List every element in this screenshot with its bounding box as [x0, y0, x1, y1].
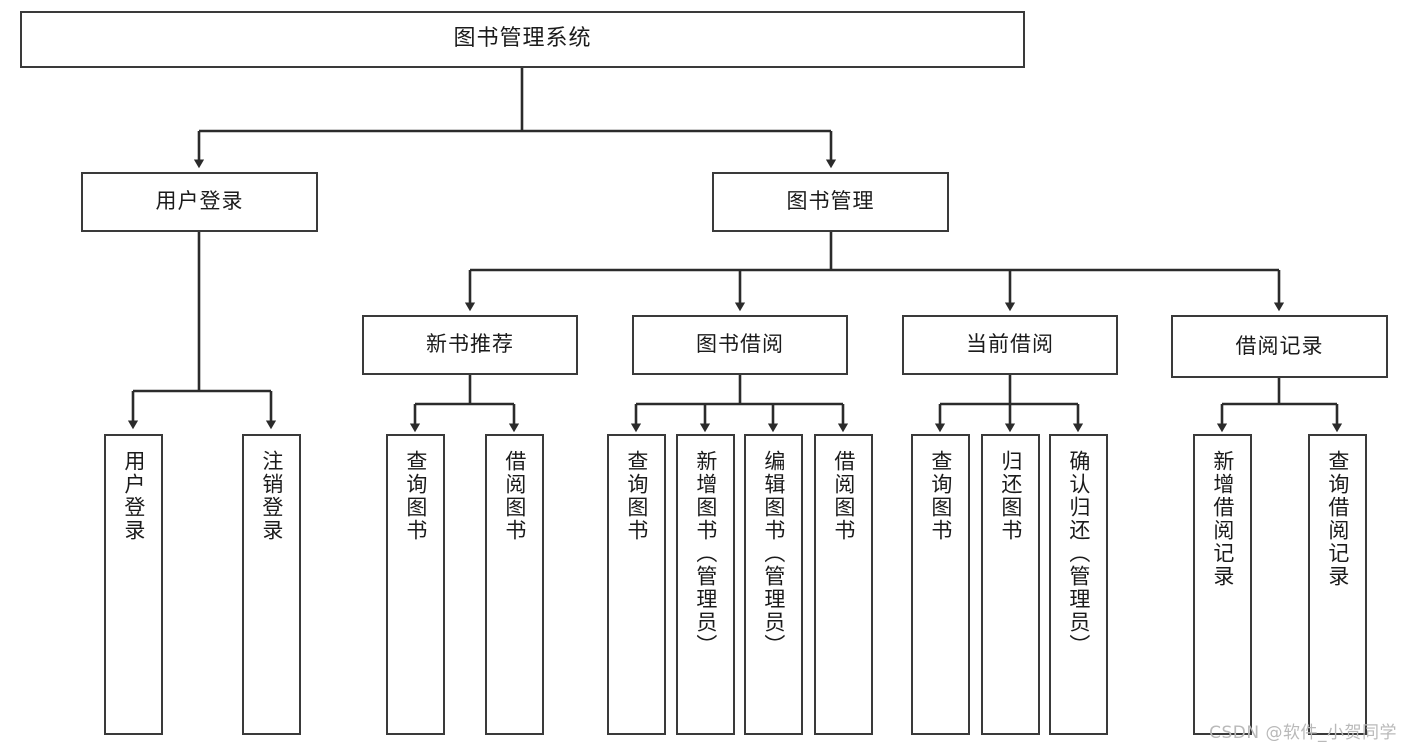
node-label: 用户登录: [155, 189, 244, 214]
node-label: 编辑图书（管理员）: [761, 450, 786, 657]
leaf-query-book-recommend[interactable]: 查询图书: [386, 434, 445, 735]
node-label: 查询图书: [403, 450, 428, 542]
leaf-borrow-book[interactable]: 借阅图书: [814, 434, 873, 735]
leaf-borrow-book-recommend[interactable]: 借阅图书: [485, 434, 544, 735]
node-book-borrow[interactable]: 图书借阅: [632, 315, 848, 375]
leaf-query-book-borrow[interactable]: 查询图书: [607, 434, 666, 735]
node-label: 查询图书: [624, 450, 649, 542]
leaf-logout-login[interactable]: 注销登录: [242, 434, 301, 735]
node-new-book-recommend[interactable]: 新书推荐: [362, 315, 578, 375]
node-label: 确认归还（管理员）: [1066, 450, 1091, 657]
leaf-return-book[interactable]: 归还图书: [981, 434, 1040, 735]
watermark-text: CSDN @软件_小贺同学: [1209, 723, 1397, 743]
node-root-system[interactable]: 图书管理系统: [20, 11, 1025, 68]
leaf-add-borrow-record[interactable]: 新增借阅记录: [1193, 434, 1252, 735]
node-label: 注销登录: [259, 450, 284, 542]
node-current-borrow[interactable]: 当前借阅: [902, 315, 1118, 375]
node-label: 借阅记录: [1235, 333, 1324, 358]
node-label: 查询借阅记录: [1325, 450, 1350, 588]
node-label: 图书管理系统: [453, 26, 592, 52]
leaf-query-book-current[interactable]: 查询图书: [911, 434, 970, 735]
node-label: 图书借阅: [696, 332, 784, 357]
node-label: 借阅图书: [831, 450, 856, 542]
node-label: 新书推荐: [426, 332, 514, 357]
node-book-manage[interactable]: 图书管理: [712, 172, 949, 232]
node-label: 查询图书: [928, 450, 953, 542]
node-label: 用户登录: [121, 450, 146, 542]
node-label: 新增借阅记录: [1210, 450, 1235, 588]
leaf-edit-book[interactable]: 编辑图书（管理员）: [744, 434, 803, 735]
leaf-confirm-return[interactable]: 确认归还（管理员）: [1049, 434, 1108, 735]
leaf-add-book[interactable]: 新增图书（管理员）: [676, 434, 735, 735]
node-label: 借阅图书: [502, 450, 527, 542]
node-label: 图书管理: [786, 189, 875, 214]
node-borrow-record[interactable]: 借阅记录: [1171, 315, 1388, 378]
node-label: 当前借阅: [966, 332, 1054, 357]
node-user-login[interactable]: 用户登录: [81, 172, 318, 232]
node-label: 归还图书: [998, 450, 1023, 542]
leaf-query-borrow-record[interactable]: 查询借阅记录: [1308, 434, 1367, 735]
node-label: 新增图书（管理员）: [693, 450, 718, 657]
leaf-user-login[interactable]: 用户登录: [104, 434, 163, 735]
